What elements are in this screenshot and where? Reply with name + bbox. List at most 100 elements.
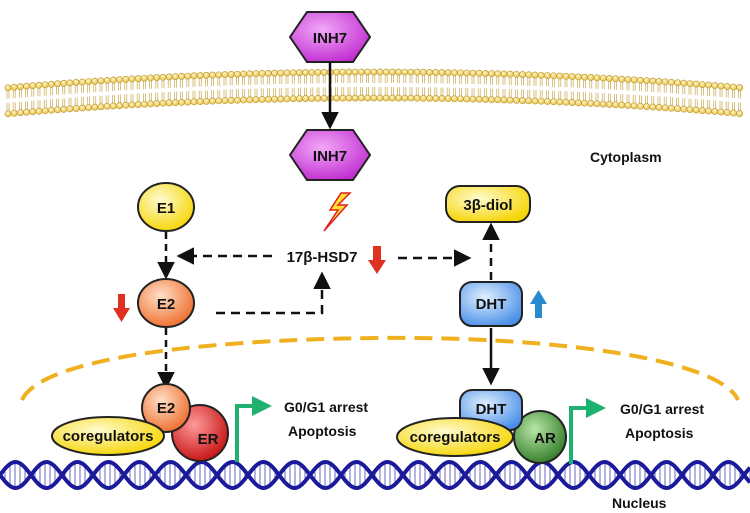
lipid-head — [314, 94, 322, 102]
lipid-tail — [694, 99, 698, 108]
lipid-tail — [6, 90, 10, 99]
lipid-tail — [124, 82, 128, 91]
lipid-tail — [688, 86, 692, 95]
lipid-head — [593, 100, 601, 108]
lipid-head — [587, 100, 595, 107]
lipid-tail — [527, 89, 531, 98]
lipid-head — [581, 73, 588, 81]
lipid-tail — [254, 88, 258, 97]
lipid-tail — [291, 75, 295, 84]
hsd7-decrease-arrow-icon — [368, 246, 386, 274]
lipid-head — [736, 110, 743, 117]
e2-label: E2 — [157, 296, 175, 313]
ar-complex: DHT AR coregulators — [396, 389, 567, 464]
lipid-head — [79, 78, 86, 86]
lipid-head — [376, 94, 384, 102]
lipid-head — [649, 103, 657, 111]
lipid-tail — [149, 80, 152, 89]
lipid-tail — [682, 86, 686, 95]
lipid-head — [190, 98, 198, 106]
lipid-tail — [62, 86, 66, 95]
lipid-head — [469, 69, 477, 77]
lipid-head — [469, 95, 477, 103]
lipid-head — [252, 70, 260, 78]
lipid-tail — [465, 87, 469, 96]
lipid-head — [531, 71, 539, 79]
lipid-tail — [397, 87, 400, 96]
lipid-head — [66, 105, 74, 113]
lipid-head — [351, 94, 359, 102]
lipid-head — [240, 70, 247, 78]
lipid-head — [41, 107, 49, 115]
lipid-head — [668, 104, 675, 112]
lipid-tail — [546, 90, 549, 99]
lipid-tail — [651, 84, 655, 93]
lipid-head — [159, 99, 167, 107]
lipid-head — [351, 68, 359, 76]
lipid-head — [506, 96, 514, 104]
lipid-head — [513, 96, 520, 104]
lipid-head — [233, 70, 241, 78]
lipid-tail — [515, 77, 518, 86]
lipid-tail — [353, 87, 357, 96]
lipid-head — [35, 81, 43, 89]
lipid-tail — [99, 83, 103, 92]
lipid-tail — [477, 88, 481, 97]
lipid-tail — [508, 89, 512, 98]
lipid-head — [320, 94, 328, 102]
lipid-head — [544, 98, 551, 105]
lipid-tail — [316, 87, 320, 96]
lipid-tail — [273, 76, 276, 85]
lipid-tail — [620, 82, 624, 91]
lipid-head — [54, 80, 61, 88]
lipid-head — [209, 97, 216, 105]
lipid-tail — [552, 78, 555, 87]
lipid-tail — [74, 85, 78, 94]
lipid-tail — [657, 96, 661, 105]
lipid-head — [333, 68, 340, 76]
lipid-head — [215, 71, 223, 79]
lipid-head — [345, 68, 353, 76]
lipid-tail — [285, 75, 289, 84]
lipid-head — [711, 108, 719, 115]
lipid-head — [48, 106, 55, 114]
lipid-head — [568, 73, 576, 80]
lipid-head — [525, 71, 533, 79]
lipid-head — [16, 83, 24, 91]
lipid-head — [41, 81, 49, 89]
lipid-tail — [521, 77, 524, 86]
lipid-tail — [428, 87, 431, 96]
lipid-tail — [732, 90, 735, 99]
lipid-head — [680, 105, 688, 113]
lipid-head — [531, 97, 539, 105]
lipid-tail — [236, 77, 239, 86]
lipid-head — [91, 103, 99, 111]
dht-increase-arrow-icon — [530, 290, 547, 318]
lipid-head — [655, 78, 663, 85]
lipid-head — [283, 69, 291, 77]
lipid-head — [599, 74, 607, 82]
lipid-head — [72, 79, 80, 86]
lipid-head — [295, 95, 303, 103]
lipid-head — [110, 76, 117, 84]
lipid-tail — [527, 77, 531, 86]
lipid-tail — [384, 87, 388, 96]
diol-label: 3β-diol — [463, 197, 512, 214]
lipid-head — [48, 80, 55, 88]
lipid-head — [612, 75, 619, 83]
lipid-tail — [118, 94, 121, 103]
lipid-head — [568, 99, 576, 106]
lipid-head — [643, 103, 650, 111]
lipid-tail — [459, 75, 462, 84]
lipid-head — [395, 68, 402, 76]
lipid-head — [202, 71, 210, 79]
lipid-head — [314, 68, 322, 76]
cytoplasm-label: Cytoplasm — [590, 149, 662, 165]
lipid-tail — [459, 87, 462, 96]
lipid-tail — [43, 99, 47, 108]
lipid-tail — [56, 86, 59, 95]
lipid-tail — [676, 85, 679, 94]
lipid-head — [705, 107, 712, 115]
lipid-head — [500, 96, 508, 104]
lipid-tail — [254, 76, 258, 85]
